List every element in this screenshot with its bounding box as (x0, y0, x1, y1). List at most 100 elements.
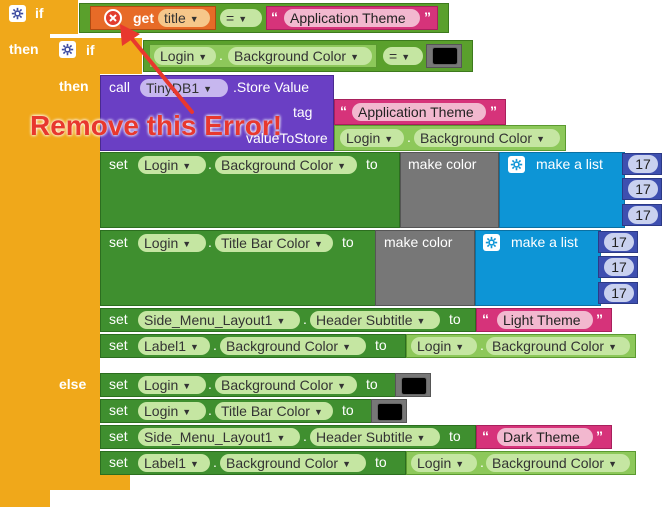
row2-list-gear-icon[interactable] (483, 234, 500, 251)
else-row3-component-dropdown[interactable]: Side_Menu_Layout1▼ (138, 428, 300, 446)
chevron-down-icon: ▼ (190, 459, 199, 469)
chevron-down-icon: ▼ (455, 459, 465, 469)
else-row1-component: Login (144, 377, 179, 393)
dot-separator: . (213, 454, 217, 470)
set-label: set (109, 156, 128, 172)
dot-separator: . (480, 337, 484, 353)
else-row4-src-component: Login (417, 455, 452, 471)
open-quote: “ (271, 9, 278, 25)
dot-separator: . (303, 428, 307, 444)
to-label: to (375, 454, 387, 470)
else-row1-component-dropdown[interactable]: Login▼ (138, 376, 206, 394)
row1-property: Background Color (221, 157, 334, 173)
row1-list-gear-icon[interactable] (508, 156, 525, 173)
inner-if-block[interactable] (50, 38, 100, 490)
row3-property-dropdown[interactable]: Header Subtitle▼ (310, 311, 440, 329)
chevron-down-icon: ▼ (182, 239, 192, 249)
chevron-down-icon: ▼ (203, 84, 213, 94)
else-row2-property-dropdown[interactable]: Title Bar Color▼ (215, 402, 333, 420)
else-row4-src-property-dropdown[interactable]: Background Color▼ (486, 454, 630, 472)
inner-operator-dropdown[interactable]: =▼ (383, 47, 423, 65)
inner-property-dropdown[interactable]: Background Color▼ (228, 47, 372, 65)
dot-separator: . (213, 337, 217, 353)
value-property-dropdown[interactable]: Background Color▼ (414, 129, 560, 147)
else-row1-property: Background Color (221, 377, 334, 393)
chevron-down-icon: ▼ (313, 239, 323, 249)
dot-separator: . (208, 376, 212, 392)
row3-component: Side_Menu_Layout1 (144, 312, 273, 328)
row1-make-color-block[interactable] (400, 152, 499, 228)
else-row4-component-dropdown[interactable]: Label1▼ (138, 454, 210, 472)
inner-property: Background Color (234, 48, 347, 64)
string-value[interactable]: Application Theme (284, 9, 420, 27)
else-row1-color-swatch[interactable] (401, 377, 427, 395)
compare-op: = (226, 10, 235, 26)
chevron-down-icon: ▼ (182, 381, 192, 391)
chevron-down-icon: ▼ (455, 342, 465, 352)
row4-src-component-dropdown[interactable]: Login▼ (411, 337, 477, 355)
inner-color-swatch[interactable] (432, 47, 458, 65)
value-to-store-label: valueToStore (246, 130, 328, 146)
dot-separator: . (208, 234, 212, 250)
row2-num3[interactable]: 17 (604, 284, 634, 302)
row2-make-color-block[interactable] (375, 230, 475, 306)
chevron-down-icon: ▼ (190, 342, 199, 352)
else-row4-src-property: Background Color (492, 455, 605, 471)
to-label: to (342, 402, 354, 418)
row1-make-color-label: make color (408, 156, 477, 172)
value-component: Login (346, 130, 381, 146)
chevron-down-icon: ▼ (182, 407, 192, 417)
inner-if-label: if (86, 42, 95, 58)
set-label: set (109, 234, 128, 250)
value-component-dropdown[interactable]: Login▼ (340, 129, 404, 147)
row4-component-dropdown[interactable]: Label1▼ (138, 337, 210, 355)
row2-make-list-label: make a list (511, 234, 578, 250)
else-row4-src-component-dropdown[interactable]: Login▼ (411, 454, 477, 472)
row2-num1[interactable]: 17 (604, 233, 634, 251)
open-quote: “ (482, 428, 489, 444)
row4-component: Label1 (144, 338, 187, 354)
row2-make-list-block[interactable] (475, 230, 601, 306)
else-row1-property-dropdown[interactable]: Background Color▼ (215, 376, 357, 394)
row2-make-color-label: make color (384, 234, 453, 250)
row3-component-dropdown[interactable]: Side_Menu_Layout1▼ (138, 311, 300, 329)
chevron-down-icon: ▼ (384, 134, 394, 144)
else-row2-component: Login (144, 403, 179, 419)
row2-num2[interactable]: 17 (604, 258, 634, 276)
row1-property-dropdown[interactable]: Background Color▼ (215, 156, 357, 174)
else-row3-component: Side_Menu_Layout1 (144, 429, 273, 445)
row1-num2[interactable]: 17 (628, 180, 658, 198)
outer-if-gear-icon[interactable] (9, 5, 26, 22)
set-label: set (109, 337, 128, 353)
chevron-down-icon: ▼ (182, 161, 192, 171)
inner-component-dropdown[interactable]: Login▼ (154, 47, 216, 65)
inner-if-gear-icon[interactable] (59, 41, 76, 58)
chevron-down-icon: ▼ (350, 52, 359, 62)
inner-if-bottom (50, 475, 130, 490)
else-row2-property: Title Bar Color (221, 403, 310, 419)
row2-property-dropdown[interactable]: Title Bar Color▼ (215, 234, 333, 252)
else-row2-component-dropdown[interactable]: Login▼ (138, 402, 206, 420)
row1-component-dropdown[interactable]: Login▼ (138, 156, 206, 174)
else-row2-color-swatch[interactable] (377, 403, 403, 421)
row2-component-dropdown[interactable]: Login▼ (138, 234, 206, 252)
tag-string-value[interactable]: Application Theme (352, 103, 486, 121)
tinydb-component-dropdown[interactable]: TinyDB1▼ (140, 79, 228, 97)
row1-num1[interactable]: 17 (628, 155, 658, 173)
row4-src-property-dropdown[interactable]: Background Color▼ (486, 337, 630, 355)
else-label: else (59, 376, 87, 392)
else-row4-property-dropdown[interactable]: Background Color▼ (220, 454, 366, 472)
light-theme-value[interactable]: Light Theme (497, 311, 593, 329)
else-row3-property-dropdown[interactable]: Header Subtitle▼ (310, 428, 440, 446)
row4-property: Background Color (226, 338, 339, 354)
error-icon[interactable] (104, 9, 122, 27)
compare-operator-dropdown[interactable]: =▼ (220, 9, 262, 27)
call-label: call (109, 79, 131, 95)
row1-num3[interactable]: 17 (628, 206, 658, 224)
inner-compare-op: = (389, 48, 398, 64)
dark-theme-value[interactable]: Dark Theme (497, 428, 593, 446)
row4-src-property: Background Color (492, 338, 605, 354)
set-label: set (109, 311, 128, 327)
row4-property-dropdown[interactable]: Background Color▼ (220, 337, 366, 355)
variable-dropdown[interactable]: title▼ (158, 9, 210, 27)
